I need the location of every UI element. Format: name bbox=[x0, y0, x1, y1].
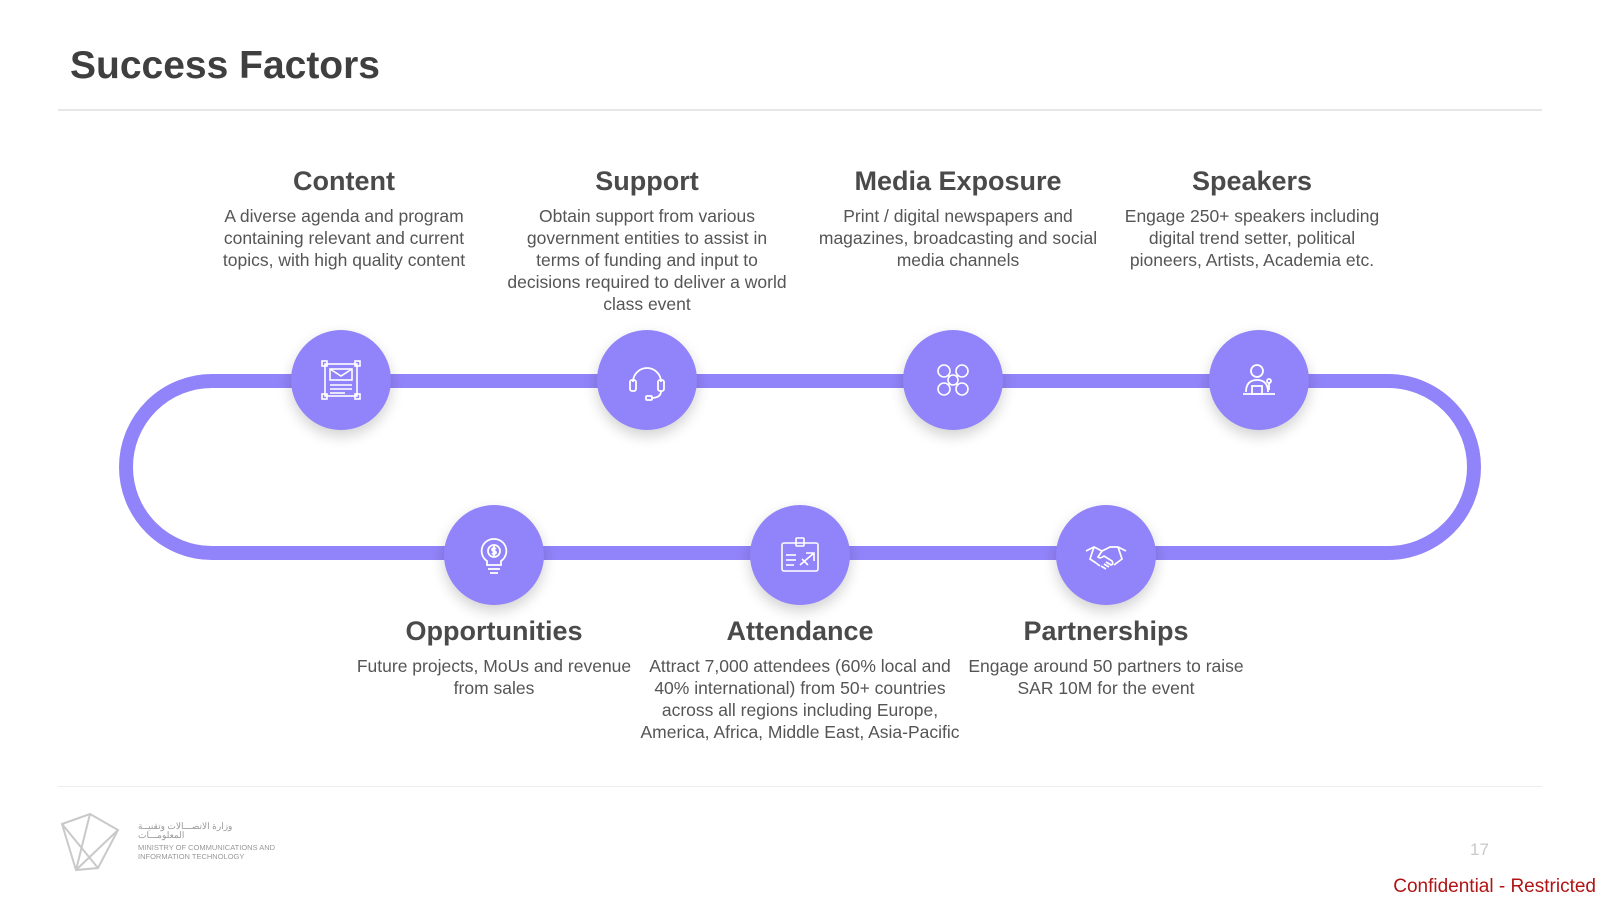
ministry-logo-icon bbox=[60, 812, 120, 872]
factor-description: Obtain support from various government e… bbox=[507, 206, 787, 314]
factor-support: Support Obtain support from various gove… bbox=[507, 166, 787, 315]
factor-heading: Partnerships bbox=[1023, 616, 1189, 646]
partnerships-node bbox=[1056, 505, 1156, 605]
content-node bbox=[291, 330, 391, 430]
social-media-icon bbox=[937, 364, 969, 396]
factor-description: Attract 7,000 attendees (60% local and 4… bbox=[640, 656, 960, 742]
logo-arabic-text: وزارة الاتصـــالات وتقنيــة المعلومـــات bbox=[138, 821, 233, 840]
speaker-icon bbox=[1243, 364, 1275, 395]
logo-english-text: MINISTRY OF COMMUNICATIONS AND INFORMATI… bbox=[138, 843, 276, 861]
badge-plane-icon bbox=[781, 537, 819, 572]
factor-heading: Support bbox=[595, 166, 699, 196]
page-number: 17 bbox=[1470, 840, 1489, 859]
media-exposure-node bbox=[903, 330, 1003, 430]
factor-description: A diverse agenda and program containing … bbox=[222, 206, 466, 270]
factor-media-exposure: Media Exposure Print / digital newspaper… bbox=[818, 166, 1098, 271]
title-divider bbox=[58, 109, 1542, 111]
factor-description: Engage around 50 partners to raise SAR 1… bbox=[968, 656, 1244, 698]
newsletter-icon bbox=[321, 360, 361, 400]
factor-partnerships: Partnerships Engage around 50 partners t… bbox=[966, 616, 1246, 699]
speakers-node bbox=[1209, 330, 1309, 430]
classification-label: Confidential - Restricted bbox=[1393, 876, 1596, 897]
factor-attendance: Attendance Attract 7,000 attendees (60% … bbox=[640, 616, 960, 743]
factor-heading: Attendance bbox=[726, 616, 874, 646]
factor-description: Print / digital newspapers and magazines… bbox=[818, 206, 1098, 270]
lightbulb-dollar-icon bbox=[480, 538, 508, 574]
factor-heading: Content bbox=[293, 166, 395, 196]
factor-description: Engage 250+ speakers including digital t… bbox=[1124, 206, 1380, 270]
ministry-logo-text: وزارة الاتصـــالات وتقنيــة المعلومـــات… bbox=[138, 821, 278, 862]
footer-divider bbox=[58, 786, 1542, 787]
headset-icon bbox=[629, 367, 665, 401]
handshake-icon bbox=[1085, 546, 1127, 570]
page-title: Success Factors bbox=[70, 44, 381, 87]
factor-description: Future projects, MoUs and revenue from s… bbox=[356, 656, 632, 698]
factor-heading: Speakers bbox=[1191, 166, 1313, 196]
opportunities-node bbox=[444, 505, 544, 605]
factor-heading: Opportunities bbox=[405, 616, 583, 646]
factor-speakers: Speakers Engage 250+ speakers including … bbox=[1112, 166, 1392, 271]
factor-opportunities: Opportunities Future projects, MoUs and … bbox=[354, 616, 634, 699]
factor-content: Content A diverse agenda and program con… bbox=[204, 166, 484, 271]
support-node bbox=[597, 330, 697, 430]
attendance-node bbox=[750, 505, 850, 605]
factor-heading: Media Exposure bbox=[854, 166, 1062, 196]
